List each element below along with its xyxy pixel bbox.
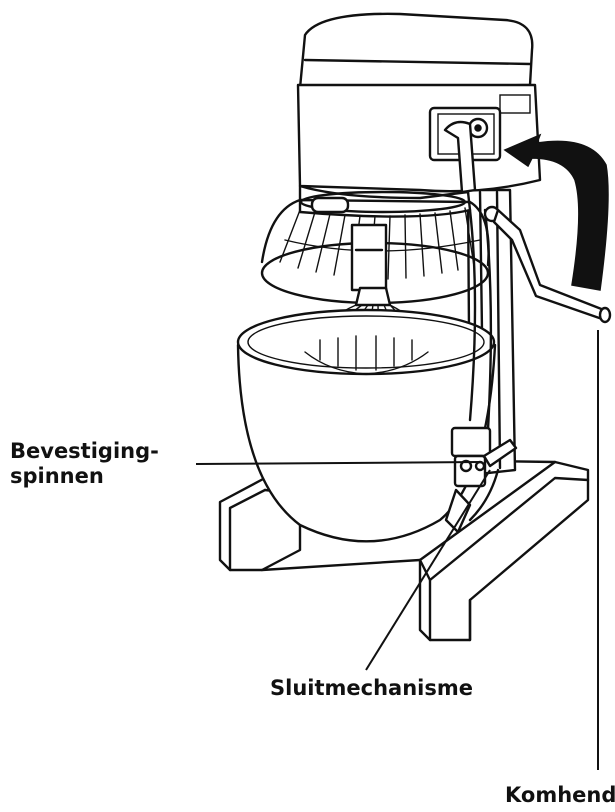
bowl-arm bbox=[468, 208, 493, 432]
label-komhendel: Komhendel bbox=[505, 783, 615, 807]
label-bevestigingspinnen-line1: Bevestiging- bbox=[10, 439, 159, 463]
bowl-lift-lever bbox=[483, 205, 612, 324]
label-bevestigingspinnen-line2: spinnen bbox=[10, 464, 104, 488]
rotation-arrow bbox=[503, 133, 609, 291]
label-sluitmechanisme: Sluitmechanisme bbox=[270, 676, 473, 700]
leader-sluitmechanisme bbox=[365, 469, 491, 671]
leader-bevestigingspinnen bbox=[195, 461, 481, 465]
locking-mechanism bbox=[444, 426, 518, 534]
mixing-bowl bbox=[236, 308, 497, 543]
mixer-head bbox=[296, 12, 542, 218]
label-bevestigingspinnen: Bevestiging- spinnen bbox=[10, 439, 159, 489]
